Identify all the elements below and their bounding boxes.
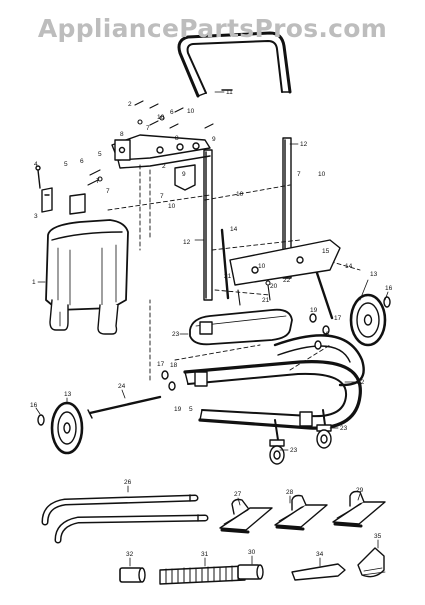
- strap-part-22-upper[interactable]: [273, 334, 365, 387]
- callout-35: 35: [374, 533, 382, 540]
- callout-27: 27: [234, 491, 242, 498]
- callout-17: 17: [334, 315, 342, 322]
- clip-part-6[interactable]: [69, 193, 86, 215]
- callout-14: 14: [230, 226, 238, 233]
- u-frame-part-22[interactable]: [183, 360, 362, 430]
- washers-part-17-18-19[interactable]: [161, 313, 330, 391]
- caster-part-23-right[interactable]: [316, 409, 332, 449]
- callout-16: 16: [385, 285, 393, 292]
- nozzle-part-35[interactable]: [357, 547, 386, 578]
- callout-13: 13: [64, 391, 72, 398]
- callout-10: 10: [258, 263, 266, 270]
- wheel-part-13-left[interactable]: [50, 401, 84, 455]
- callout-6: 6: [80, 158, 84, 165]
- callout-32: 32: [126, 551, 134, 558]
- screw-part-4[interactable]: [35, 165, 41, 189]
- callout-13: 13: [370, 271, 378, 278]
- callout-28: 28: [286, 489, 294, 496]
- extension-wands-part-26[interactable]: [41, 494, 209, 544]
- top-bracket-part-8[interactable]: [111, 134, 211, 169]
- callout-10: 10: [187, 108, 195, 115]
- strap-part-23-upper[interactable]: [189, 308, 293, 346]
- callout-10: 10: [157, 114, 165, 121]
- callout-2: 2: [162, 163, 166, 170]
- wheel-part-13-right[interactable]: [349, 293, 387, 347]
- floor-tool-part-29[interactable]: [332, 490, 386, 528]
- callout-9: 9: [182, 171, 186, 178]
- callout-7: 7: [106, 188, 110, 195]
- handle-part-11[interactable]: [177, 31, 292, 98]
- crevice-tool-part-34[interactable]: [291, 563, 346, 581]
- callout-15: 15: [322, 248, 330, 255]
- callout-22: 22: [357, 379, 365, 386]
- callout-7: 7: [96, 178, 100, 185]
- bolts-part-7[interactable]: [87, 169, 103, 186]
- callout-11: 11: [226, 89, 233, 96]
- bracket-part-2[interactable]: [114, 139, 131, 161]
- bolts-part-21[interactable]: [237, 280, 271, 306]
- callout-29: 29: [356, 487, 364, 494]
- callout-10: 10: [236, 191, 244, 198]
- callout-21: 21: [224, 273, 232, 280]
- callout-8: 8: [175, 135, 179, 142]
- coupling-part-30[interactable]: [237, 564, 264, 580]
- callout-30: 30: [248, 549, 256, 556]
- callout-18: 18: [322, 331, 330, 338]
- rod-part-14-left[interactable]: [220, 228, 230, 300]
- axle-part-24[interactable]: [87, 395, 162, 419]
- callout-22: 22: [283, 277, 291, 284]
- callout-21: 21: [262, 297, 270, 304]
- callout-6: 6: [170, 109, 174, 116]
- base-bracket-part-20[interactable]: [229, 239, 341, 286]
- callout-26: 26: [124, 479, 132, 486]
- callout-3: 3: [34, 213, 38, 220]
- callout-5: 5: [64, 161, 68, 168]
- callout-5: 5: [189, 406, 193, 413]
- watermark: AppliancePartsPros.com: [37, 14, 388, 43]
- callout-19: 19: [310, 307, 318, 314]
- callout-9: 9: [212, 136, 216, 143]
- callout-12: 12: [300, 141, 308, 148]
- callout-12: 12: [183, 239, 191, 246]
- callout-19: 19: [174, 406, 182, 413]
- callout-labels: 1 2 2 3 4 5 5 5 6 6 7 7 7 7 7 8 8 9 9 10…: [30, 89, 393, 558]
- callout-20: 20: [270, 283, 278, 290]
- clip-part-9[interactable]: [174, 164, 196, 191]
- floor-tool-part-27[interactable]: [219, 498, 273, 534]
- upright-tube-part-12-left[interactable]: [203, 149, 213, 301]
- callout-7: 7: [160, 193, 164, 200]
- floor-tool-part-28[interactable]: [274, 494, 328, 531]
- callout-14: 14: [345, 263, 353, 270]
- callout-1: 1: [32, 279, 36, 286]
- callout-8: 8: [120, 131, 124, 138]
- callout-5: 5: [98, 151, 102, 158]
- callout-7: 7: [146, 125, 150, 132]
- callout-34: 34: [316, 551, 324, 558]
- tank-part-1[interactable]: [45, 219, 129, 335]
- callout-23: 23: [290, 447, 298, 454]
- leader-lines: [35, 91, 389, 567]
- callout-18: 18: [170, 362, 178, 369]
- callout-31: 31: [201, 551, 209, 558]
- bolts-part-10[interactable]: [134, 100, 214, 129]
- callout-17: 17: [157, 361, 165, 368]
- callout-23: 23: [172, 331, 180, 338]
- callout-4: 4: [34, 161, 38, 168]
- callout-2: 2: [128, 101, 132, 108]
- callout-10: 10: [318, 171, 326, 178]
- callout-10: 10: [168, 203, 176, 210]
- callout-24: 24: [118, 383, 126, 390]
- callout-23: 23: [340, 425, 348, 432]
- clip-part-3[interactable]: [41, 187, 53, 213]
- callout-16: 16: [30, 402, 38, 409]
- callout-7: 7: [297, 171, 301, 178]
- caster-part-23-left[interactable]: [269, 419, 285, 465]
- coupling-part-32[interactable]: [119, 567, 146, 583]
- hose-part-31[interactable]: [159, 565, 246, 585]
